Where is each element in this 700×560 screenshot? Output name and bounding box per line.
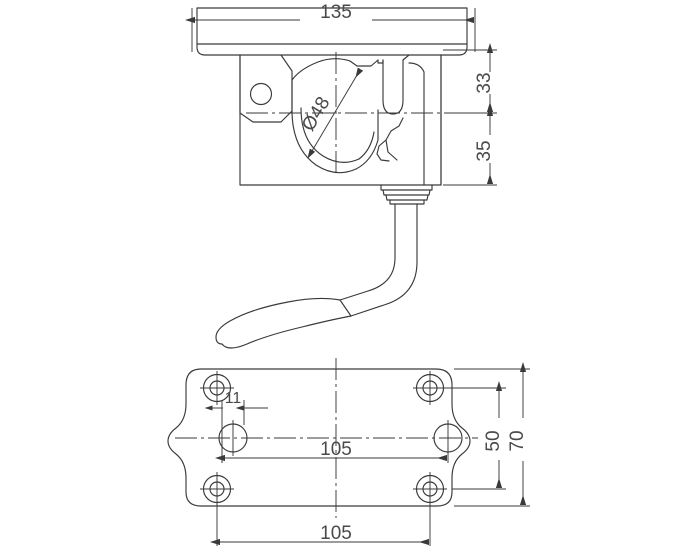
pivot-lug <box>239 54 293 123</box>
base-plate-outline <box>167 368 471 507</box>
handle-lever <box>215 203 418 349</box>
coupler-body <box>239 54 442 186</box>
dimension-width-135: 135 <box>185 2 476 52</box>
top-mounting-plate <box>196 7 468 56</box>
pivot-hole-icon <box>249 82 273 106</box>
dimension-label-105-bot: 105 <box>320 523 352 544</box>
handle-collar <box>380 184 433 205</box>
dimension-span-105-mid: 105 <box>215 439 449 463</box>
hole-center-marks <box>200 371 449 506</box>
dimension-label-70: 70 <box>507 430 528 451</box>
dimension-height-35: 35 <box>443 106 497 186</box>
bottom-view <box>167 368 471 507</box>
dimension-lines: 135 33 35 Ø48 11 <box>185 2 530 546</box>
dimension-span-50: 50 <box>432 381 506 490</box>
dimension-span-105-bot: 105 <box>210 503 431 546</box>
dimension-label-135: 135 <box>320 2 352 23</box>
latch-mechanism <box>349 54 425 186</box>
dimension-hole-11: 11 <box>204 390 268 463</box>
dimension-label-33: 33 <box>474 72 495 93</box>
dimension-label-11: 11 <box>225 390 242 407</box>
dimension-span-70: 70 <box>454 362 530 507</box>
dimension-label-35: 35 <box>474 140 495 161</box>
dimension-label-105-mid: 105 <box>320 439 352 460</box>
front-view <box>196 7 468 349</box>
dimension-height-33: 33 <box>443 43 497 114</box>
dimension-label-50: 50 <box>483 430 504 451</box>
